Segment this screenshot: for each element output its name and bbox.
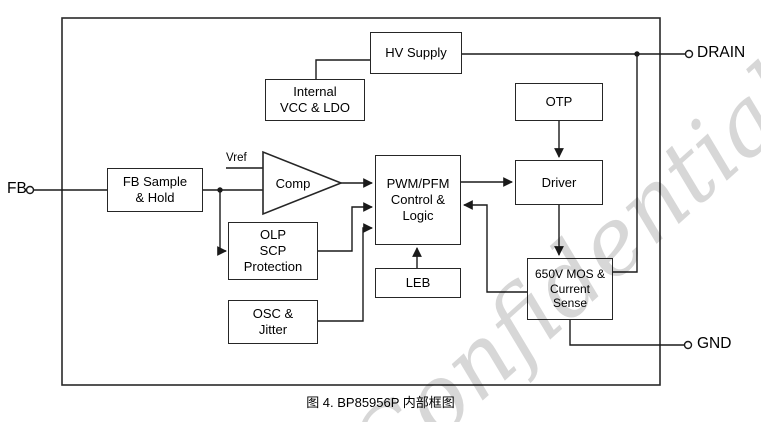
block-650v-mos-current-sense: 650V MOS & Current Sense: [527, 258, 613, 320]
block-otp-label: OTP: [545, 94, 573, 110]
drain-pin-terminal: [684, 49, 694, 59]
comparator-label: Comp: [275, 176, 311, 191]
block-internal-vcc-ldo-label: Internal VCC & LDO: [279, 84, 351, 115]
junction-dot-fb-branch: [217, 187, 223, 193]
block-pwm-pfm-control-label: PWM/PFM Control & Logic: [386, 176, 450, 223]
wire-mos-to-drain: [613, 54, 638, 273]
pin-fb-label: FB: [7, 180, 27, 197]
block-650v-mos-current-sense-label: 650V MOS & Current Sense: [534, 267, 606, 311]
block-leb: LEB: [375, 268, 461, 298]
gnd-pin-terminal: [683, 340, 693, 350]
block-leb-label: LEB: [405, 275, 431, 291]
block-hv-supply-label: HV Supply: [385, 45, 447, 61]
vref-label: Vref: [226, 152, 247, 164]
chip-boundary-box: [61, 17, 661, 386]
block-pwm-pfm-control: PWM/PFM Control & Logic: [375, 155, 461, 245]
wire-currentsense-to-pwm: [463, 200, 527, 293]
comparator-triangle: [262, 150, 344, 216]
block-olp-scp-protection: OLP SCP Protection: [228, 222, 318, 280]
block-otp: OTP: [515, 83, 603, 121]
block-olp-scp-protection-label: OLP SCP Protection: [243, 227, 303, 274]
pin-gnd-label: GND: [697, 335, 732, 352]
fb-pin-terminal: [25, 185, 35, 195]
junction-dot-drain-branch: [634, 51, 640, 57]
block-osc-jitter-label: OSC & Jitter: [252, 306, 294, 337]
pin-drain-label: DRAIN: [697, 44, 746, 61]
wire-sample-to-olp: [217, 190, 227, 256]
block-hv-supply: HV Supply: [370, 32, 462, 74]
wire-mos-to-gnd: [569, 320, 685, 346]
wire-osc-to-pwm: [318, 223, 373, 322]
wire-hvsupply-to-vcc: [315, 59, 370, 79]
block-fb-sample-hold: FB Sample & Hold: [107, 168, 203, 212]
block-internal-vcc-ldo: Internal VCC & LDO: [265, 79, 365, 121]
block-osc-jitter: OSC & Jitter: [228, 300, 318, 344]
block-driver-label: Driver: [541, 174, 577, 190]
figure-caption: 图 4. BP85956P 内部框图: [306, 395, 455, 410]
block-driver: Driver: [515, 160, 603, 205]
block-fb-sample-hold-label: FB Sample & Hold: [122, 174, 188, 205]
wire-olp-to-pwm: [318, 202, 373, 252]
